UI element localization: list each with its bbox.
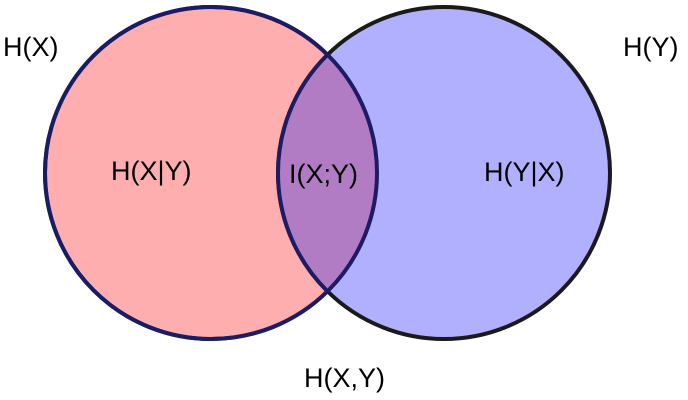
label-h-x: H(X) [3,32,59,62]
label-h-y: H(Y) [623,32,679,62]
overlap-boundary [43,5,379,341]
label-joint-entropy: H(X,Y) [304,363,385,393]
label-mutual-information: I(X;Y) [289,159,358,189]
label-h-y-given-x: H(Y|X) [484,157,565,187]
label-h-x-given-y: H(X|Y) [111,156,192,186]
